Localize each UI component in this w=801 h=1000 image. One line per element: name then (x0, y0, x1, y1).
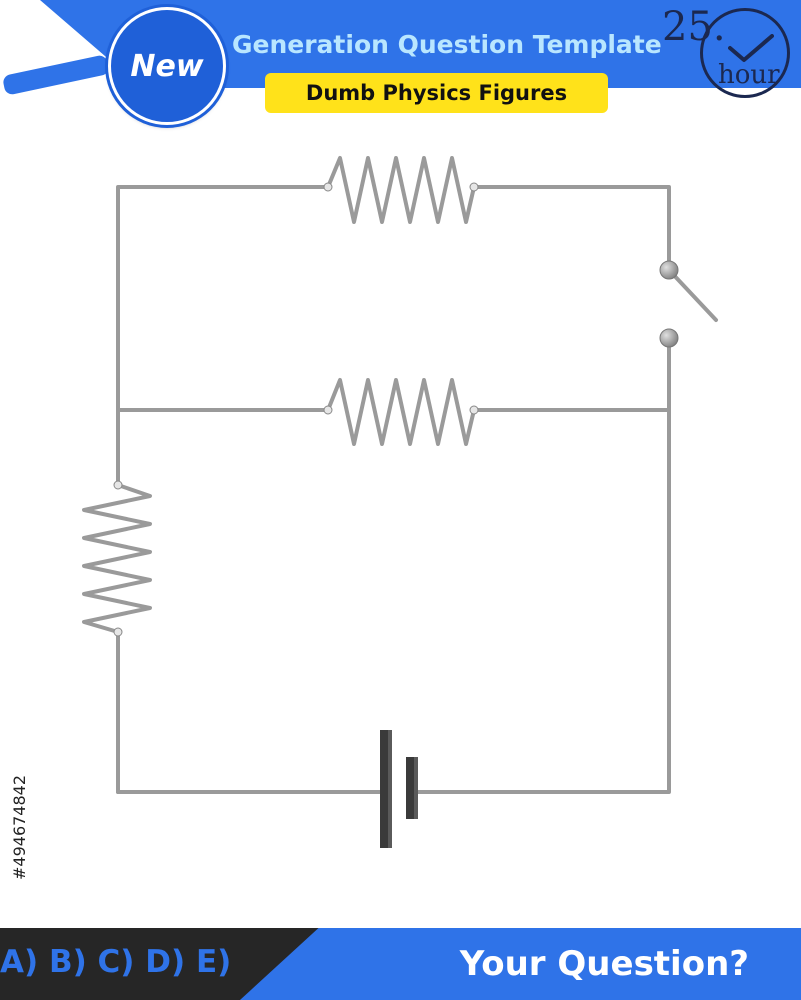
wire-left-upper (116, 185, 330, 487)
wire-right (410, 336, 671, 794)
timer-unit: hour (718, 60, 780, 90)
new-badge: New (108, 7, 226, 125)
check-icon (728, 34, 774, 62)
switch-arm (667, 268, 718, 322)
answer-options: A) B) C) D) E) (0, 944, 232, 980)
timer-value: 25. (662, 4, 726, 50)
clock-icon (700, 8, 790, 98)
question-prompt: Your Question? (459, 944, 749, 984)
wire-top-right (472, 185, 671, 272)
page-title: Generation Question Template (232, 30, 662, 59)
resistor-top (326, 156, 476, 224)
connection-dots (113, 182, 479, 637)
battery-icon (380, 730, 418, 848)
wires (116, 185, 718, 794)
page-subtitle: Dumb Physics Figures (305, 81, 568, 105)
resistor-left (82, 483, 152, 634)
stock-watermark: #494674842 (10, 774, 29, 880)
resistor-middle (326, 378, 476, 446)
new-badge-label: New (130, 48, 204, 84)
subtitle-box: Dumb Physics Figures (265, 73, 608, 113)
switch-contacts (659, 260, 679, 348)
footer-blue-band (240, 928, 801, 1000)
